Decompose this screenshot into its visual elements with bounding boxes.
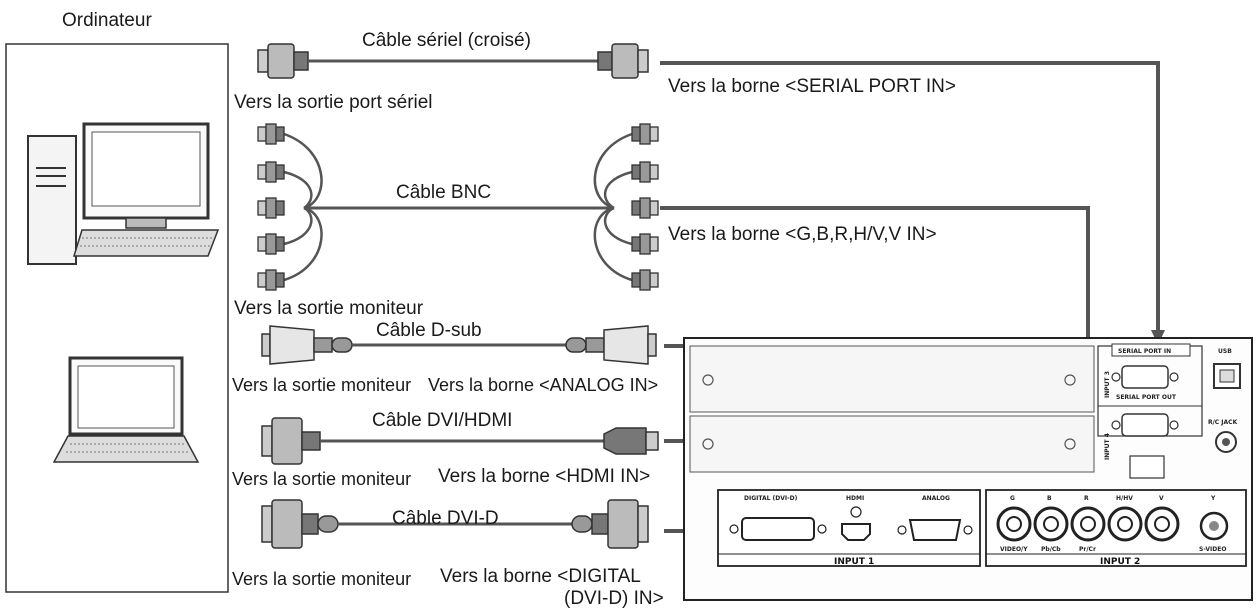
- panel-digital-label: DIGITAL (DVI-D): [744, 495, 798, 502]
- computer-label: Ordinateur: [62, 10, 152, 31]
- bnc-connector-left-5: [257, 269, 285, 291]
- panel-r-label: R: [1084, 495, 1089, 502]
- panel-input1-label: INPUT 1: [834, 557, 874, 567]
- bnc-ports: [996, 506, 1180, 542]
- serial-route: [660, 61, 1160, 332]
- dvi-hdmi-cable-label: Câble DVI/HDMI: [372, 410, 513, 431]
- bnc-source-label: Vers la sortie moniteur: [234, 298, 424, 319]
- dsub-target-label: Vers la borne <ANALOG IN>: [428, 375, 659, 395]
- bnc-connector-right-1: [631, 123, 659, 145]
- bnc-connector-left-2: [257, 161, 285, 183]
- panel-b-label: B: [1047, 495, 1052, 502]
- panel-hv-label: H/HV: [1116, 495, 1133, 502]
- bnc-cable-label: Câble BNC: [396, 182, 492, 203]
- dvi-hdmi-source-label: Vers la sortie moniteur: [232, 469, 412, 489]
- panel-pr-cr-label: Pr/Cr: [1079, 546, 1096, 553]
- panel-serial-out-label: SERIAL PORT OUT: [1116, 394, 1177, 401]
- panel-serial-in-label: SERIAL PORT IN: [1118, 348, 1171, 355]
- panel-svideo-label: S-VIDEO: [1199, 546, 1226, 553]
- serial-target-label: Vers la borne <SERIAL PORT IN>: [668, 76, 956, 97]
- serial-cable: [257, 43, 649, 79]
- bnc-connector-left-3: [257, 197, 285, 219]
- panel-g-label: G: [1010, 495, 1015, 502]
- panel-hdmi-label: HDMI: [846, 495, 864, 502]
- panel-v-label: V: [1159, 495, 1164, 502]
- panel-usb-label: USB: [1218, 348, 1232, 355]
- dsub-cable: [261, 325, 657, 365]
- desktop-computer-icon: [27, 122, 220, 265]
- panel-analog-label: ANALOG: [922, 495, 950, 502]
- panel-input4-label: INPUT 4: [1104, 433, 1111, 460]
- analog-port: [908, 519, 962, 541]
- bnc-connector-left-1: [257, 123, 285, 145]
- dvi-d-cable: [261, 499, 649, 549]
- laptop-icon: [52, 356, 200, 463]
- dvi-d-source-label: Vers la sortie moniteur: [232, 569, 412, 589]
- dsub-cable-label: Câble D-sub: [376, 320, 482, 341]
- computer-frame: [5, 43, 229, 593]
- dvi-d-cable-label: Câble DVI-D: [392, 508, 499, 529]
- bnc-connector-left-4: [257, 233, 285, 255]
- dvi-d-target-label-2: (DVI-D) IN>: [564, 588, 664, 609]
- dvi-hdmi-cable: [261, 417, 659, 465]
- panel-rc-jack-label: R/C JACK: [1208, 419, 1238, 426]
- serial-cable-label: Câble sériel (croisé): [362, 30, 531, 51]
- dsub-source-label: Vers la sortie moniteur: [232, 375, 412, 395]
- panel-input3-label: INPUT 3: [1104, 371, 1111, 398]
- bnc-connector-right-4: [631, 233, 659, 255]
- serial-source-label: Vers la sortie port sériel: [234, 92, 433, 113]
- bnc-connector-right-5: [631, 269, 659, 291]
- bnc-connector-right-2: [631, 161, 659, 183]
- dvi-d-target-label-1: Vers la borne <DIGITAL: [440, 566, 641, 587]
- hdmi-port: [841, 523, 871, 541]
- dvi-port: [741, 517, 815, 541]
- projector-rear-panel: DIGITAL (DVI-D) HDMI ANALOG INPUT 1 G B …: [683, 337, 1253, 601]
- panel-input2-label: INPUT 2: [1100, 557, 1140, 567]
- panel-video-y-label: VIDEO/Y: [1000, 546, 1028, 553]
- bnc-cable: [257, 123, 659, 291]
- panel-y-label: Y: [1210, 495, 1216, 502]
- panel-pb-cb-label: Pb/Cb: [1041, 546, 1061, 553]
- bnc-target-label: Vers la borne <G,B,R,H/V,V IN>: [668, 224, 937, 245]
- bnc-connector-right-3: [631, 197, 659, 219]
- dvi-hdmi-target-label: Vers la borne <HDMI IN>: [438, 466, 651, 487]
